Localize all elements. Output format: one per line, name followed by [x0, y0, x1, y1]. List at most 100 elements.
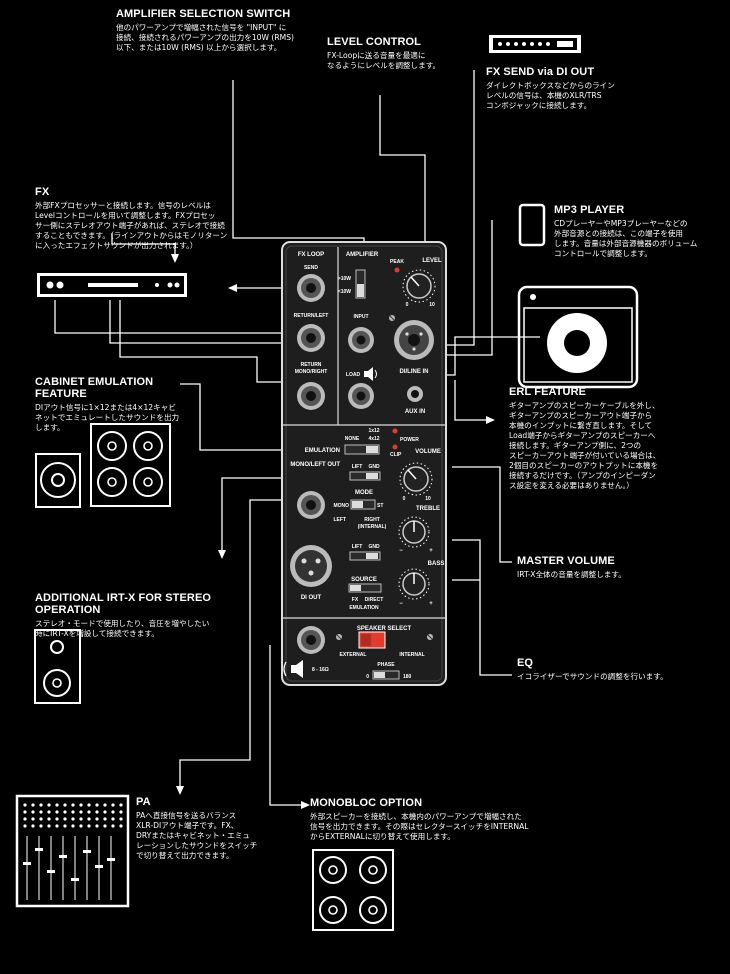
di-out-label: DI OUT: [301, 595, 322, 601]
di-line-in-combo-jack[interactable]: [394, 320, 434, 360]
amplifier-label: AMPLIFIER: [346, 252, 379, 258]
amplifier-switch[interactable]: [355, 269, 366, 299]
gt10w-label: >10W: [338, 276, 351, 282]
cabinet-1x12-icon: [35, 453, 81, 508]
screw-icon: [389, 315, 395, 321]
treble-knob[interactable]: [398, 516, 430, 548]
clip-label: CLIP: [390, 452, 402, 458]
annotation-title: ERL FEATURE: [509, 386, 587, 398]
di-ground-lift-switch[interactable]: [349, 551, 381, 561]
left-label: LEFT: [334, 517, 347, 523]
right-label: RIGHT: [364, 517, 380, 523]
peak-label: PEAK: [390, 259, 404, 265]
annotation-title: MONOBLOC OPTION: [310, 797, 423, 809]
annotation-body: PAへ直接信号を送るバランス XLR-DIアウト端子です。FX、 DRYまたはキ…: [136, 811, 258, 860]
mode-mono-label: MONO: [333, 503, 349, 509]
fx-loop-label: FX LOOP: [298, 252, 324, 258]
annotation-body: DIアウト信号に1×12または4×12キャビ ネットでエミュレートしたサウンドを…: [35, 403, 180, 432]
return-mono-right-jack[interactable]: [297, 382, 325, 410]
speaker-icon: [283, 660, 303, 678]
screw-icon: [427, 634, 433, 640]
monobloc-cabinet-icon: [312, 849, 394, 931]
load-jack[interactable]: [348, 383, 374, 409]
treble-plus-label: +: [429, 548, 433, 554]
phase-switch[interactable]: [372, 670, 400, 680]
return-left-jack[interactable]: [297, 324, 325, 352]
source-label: SOURCE: [351, 577, 377, 583]
peak-led: [394, 267, 400, 273]
screw-icon: [336, 634, 342, 640]
mode-label: MODE: [355, 490, 373, 496]
volume-max-label: 10: [425, 496, 431, 502]
bass-plus-label: +: [429, 601, 433, 607]
annotation-title: PA: [136, 796, 151, 808]
gnd-label: GND: [368, 464, 380, 470]
bass-knob[interactable]: [398, 568, 430, 600]
input-jack[interactable]: [348, 327, 374, 353]
level-min-label: 0: [406, 302, 409, 308]
mode-st-label: ST: [377, 503, 383, 509]
annotation-body: IRT-X全体の音量を調整します。: [517, 570, 626, 579]
internal-paren-label: (INTERNAL): [358, 524, 387, 530]
annotation-mp3-player: MP3 PLAYER CDプレーヤーやMP3プレーヤーなどの 外部音源との接続は…: [554, 204, 724, 259]
additional-irt-x-cabinet-icon: [34, 629, 81, 704]
annotation-cabinet-emulation: CABINET EMULATION FEATURE DIアウト信号に1×12また…: [35, 376, 205, 433]
annotation-fx-send: FX SEND via DI OUT ダイレクトボックスなどからのライン レベル…: [486, 66, 656, 111]
source-switch[interactable]: [348, 583, 382, 593]
power-label: POWER: [400, 437, 419, 443]
speaker-icon: [364, 367, 377, 381]
treble-minus-label: −: [399, 548, 403, 554]
annotation-body: CDプレーヤーやMP3プレーヤーなどの 外部音源との接続は、この端子を使用 しま…: [554, 219, 698, 258]
clip-led: [392, 444, 398, 450]
annotation-erl-feature: ERL FEATURE ギターアンプのスピーカーケーブルを外し、 ギターアンプの…: [509, 386, 709, 491]
volume-min-label: 0: [403, 496, 406, 502]
annotation-pa: PA PAへ直接信号を送るバランス XLR-DIアウト端子です。FX、 DRYま…: [136, 796, 276, 861]
cabinet-4x12-icon: [90, 423, 171, 507]
aux-in-jack[interactable]: [407, 386, 423, 402]
annotation-title: FX: [35, 186, 50, 198]
emulation-switch[interactable]: [344, 444, 380, 455]
speaker-out-jack[interactable]: [297, 626, 325, 654]
internal-label: INTERNAL: [399, 652, 424, 658]
level-max-label: 10: [429, 302, 435, 308]
send-label: SEND: [304, 265, 318, 271]
power-led: [392, 428, 398, 434]
send-jack[interactable]: [297, 274, 325, 302]
annotation-body: FX-Loopに送る音量を最適に なるようにレベルを調整します。: [327, 51, 441, 70]
irt-x-device-panel: FX LOOP SEND RETURN/LEFT RETURN MONO/RIG…: [281, 241, 447, 686]
mode-switch[interactable]: [350, 499, 376, 510]
pa-mixer-icon: [15, 794, 130, 908]
external-label: EXTERNAL: [340, 652, 367, 658]
level-label: LEVEL: [422, 258, 442, 264]
impedance-label: 8 - 16Ω: [312, 667, 329, 673]
annotation-body: 外部FXプロセッサーと接続します。信号のレベルは Levelコントロールを用いて…: [35, 201, 228, 250]
annotation-master-volume: MASTER VOLUME IRT-X全体の音量を調整します。: [517, 555, 687, 580]
annotation-title: LEVEL CONTROL: [327, 36, 421, 48]
arrow-heads: [171, 254, 495, 809]
return-label: RETURN: [301, 362, 322, 368]
emu-1x12-label: 1x12: [368, 428, 379, 434]
annotation-level-control: LEVEL CONTROL FX-Loopに送る音量を最適に なるようにレベルを…: [327, 36, 477, 71]
annotation-body: 外部スピーカーを接続し、本機内のパワーアンプで増幅された 信号を出力できます。そ…: [310, 812, 529, 841]
annotation-monobloc-option: MONOBLOC OPTION 外部スピーカーを接続し、本機内のパワーアンプで増…: [310, 797, 570, 842]
volume-knob[interactable]: [399, 462, 433, 496]
mp3-player-icon: [518, 203, 546, 247]
level-knob[interactable]: [402, 269, 436, 303]
mono-left-out-label: MONO/LEFT OUT: [290, 462, 340, 468]
emu-none-label: NONE: [345, 436, 360, 442]
return-left-label: RETURN/LEFT: [294, 313, 329, 319]
di-out-xlr-jack[interactable]: [290, 545, 332, 587]
speaker-select-switch[interactable]: [358, 631, 386, 649]
annotation-title: FX SEND via DI OUT: [486, 66, 595, 78]
fx-processor-icon: [37, 273, 187, 297]
phase-180-label: 180: [403, 674, 412, 680]
bass-label: BASS: [428, 561, 445, 567]
phase-0-label: 0: [366, 674, 369, 680]
annotation-title: AMPLIFIER SELECTION SWITCH: [116, 8, 291, 20]
mono-left-ground-lift-switch[interactable]: [349, 471, 381, 481]
source-direct-label: DIRECT: [365, 597, 384, 603]
guitar-amp-icon: [517, 285, 639, 389]
bass-minus-label: −: [399, 601, 403, 607]
mono-left-out-jack[interactable]: [297, 491, 325, 519]
